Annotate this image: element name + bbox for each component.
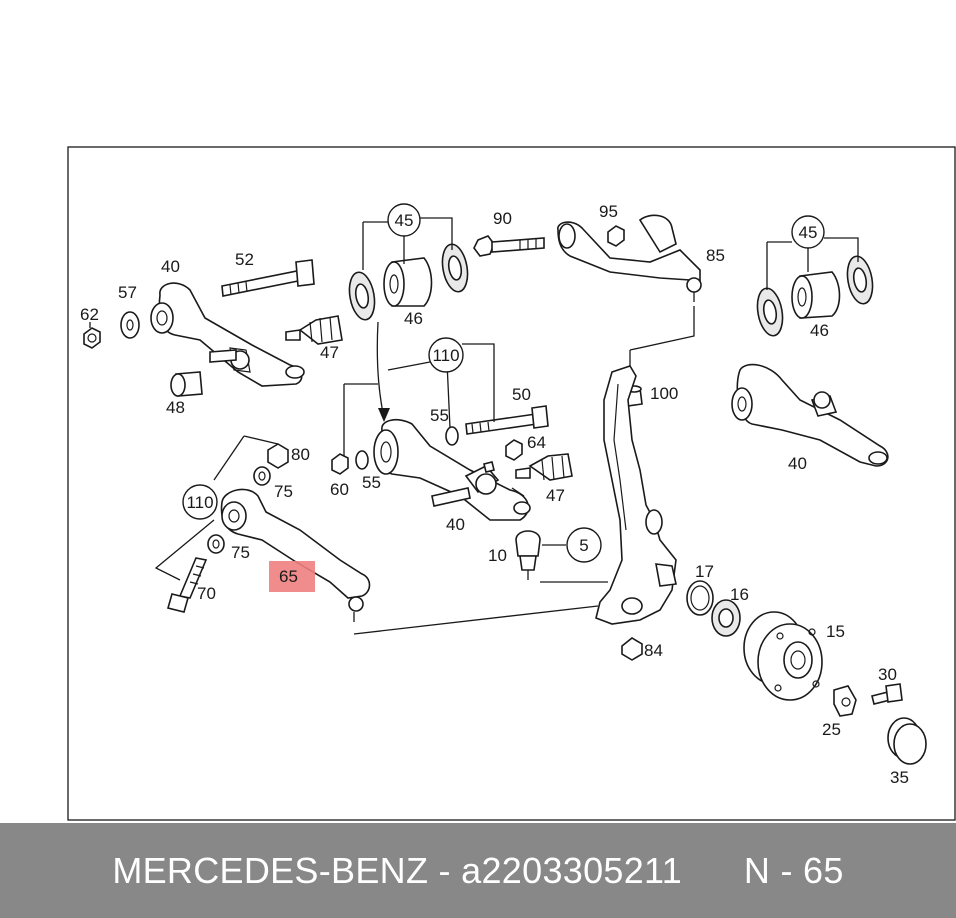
bolt-50	[465, 405, 549, 435]
rear-lower-arm-40-right	[731, 363, 889, 467]
bolt-52	[221, 259, 315, 297]
bolt-70	[167, 557, 208, 613]
label-62: 62	[80, 305, 99, 324]
washer-75-lower	[207, 534, 225, 554]
label-47-center: 47	[546, 486, 565, 505]
highlight-65: 65	[269, 561, 315, 592]
control-arm-65	[220, 488, 371, 622]
ball-joint-47-top	[285, 315, 343, 345]
cap-35	[887, 717, 927, 765]
svg-text:5: 5	[579, 536, 588, 555]
ball-joint-47-center	[515, 453, 573, 481]
label-52: 52	[235, 250, 254, 269]
bolt-90	[473, 235, 545, 257]
label-84: 84	[644, 641, 663, 660]
label-16: 16	[730, 585, 749, 604]
seal-17	[686, 580, 714, 616]
washer-75-upper	[253, 466, 271, 486]
nut-62	[83, 327, 101, 349]
nut-60	[331, 453, 349, 475]
nut-64	[505, 439, 523, 461]
label-40-left: 40	[161, 257, 180, 276]
bushing-set-45-46-center	[348, 243, 469, 321]
label-40-center: 40	[446, 515, 465, 534]
brand-name: MERCEDES-BENZ	[112, 849, 429, 891]
diagram-position: N - 65	[743, 849, 844, 891]
label-75-upper: 75	[274, 482, 293, 501]
label-46-center: 46	[404, 309, 423, 328]
bushing-set-45-46-right	[756, 255, 874, 337]
washer-55-upper	[445, 426, 459, 446]
nut-95	[607, 225, 625, 247]
nut-84	[621, 637, 643, 661]
separator: -	[428, 849, 462, 891]
diagram-frame	[67, 146, 956, 821]
label-25: 25	[822, 720, 841, 739]
label-50: 50	[512, 385, 531, 404]
label-15: 15	[826, 622, 845, 641]
bushing-48	[170, 371, 203, 397]
svg-text:45: 45	[395, 211, 414, 230]
upper-arm-85	[557, 214, 702, 302]
bearing-16	[711, 599, 741, 637]
callout-circle-5: 5	[566, 527, 602, 563]
label-30: 30	[878, 665, 897, 684]
label-55-upper: 55	[430, 406, 449, 425]
label-40-right: 40	[788, 454, 807, 473]
footer-text: MERCEDES-BENZ - a2203305211 N - 65	[112, 850, 843, 892]
bolt-30	[871, 683, 903, 705]
steering-knuckle-5	[595, 365, 677, 625]
callout-circle-110-center: 110	[428, 337, 464, 373]
label-75-lower: 75	[231, 543, 250, 562]
ball-joint-10	[515, 530, 541, 580]
label-55-lower: 55	[362, 473, 381, 492]
callout-circle-45-right: 45	[791, 215, 825, 249]
label-100: 100	[650, 384, 678, 403]
svg-text:45: 45	[799, 223, 818, 242]
label-57: 57	[118, 283, 137, 302]
highlight-box	[269, 561, 315, 592]
wheel-hub-15	[743, 611, 823, 701]
spacer	[682, 850, 744, 891]
label-35: 35	[890, 768, 909, 787]
label-10: 10	[488, 546, 507, 565]
label-60: 60	[330, 480, 349, 499]
washer-57	[120, 311, 140, 339]
svg-text:110: 110	[432, 346, 459, 365]
callout-circle-45-center: 45	[387, 203, 421, 237]
part-number: a2203305211	[461, 849, 683, 891]
part-labels: 62 57 40 52 48 47 46 90 95 85 46 55 50 1…	[80, 202, 909, 787]
callout-circle-110-left: 110	[182, 484, 218, 520]
label-48: 48	[166, 398, 185, 417]
sensor-ring-25	[833, 685, 857, 717]
svg-text:65: 65	[279, 567, 298, 586]
svg-text:110: 110	[186, 493, 213, 512]
label-80: 80	[291, 445, 310, 464]
front-lower-arm-center	[373, 418, 531, 521]
part-info-footer: MERCEDES-BENZ - a2203305211 N - 65	[0, 823, 956, 918]
label-70: 70	[197, 584, 216, 603]
nut-80	[267, 443, 289, 469]
label-95: 95	[599, 202, 618, 221]
washer-55-lower	[355, 450, 369, 470]
label-90: 90	[493, 209, 512, 228]
label-46-right: 46	[810, 321, 829, 340]
front-lower-arm-left	[150, 282, 305, 387]
label-85: 85	[706, 246, 725, 265]
label-17: 17	[695, 562, 714, 581]
label-47-top: 47	[320, 343, 339, 362]
leader-lines	[89, 217, 859, 635]
label-64: 64	[527, 433, 546, 452]
